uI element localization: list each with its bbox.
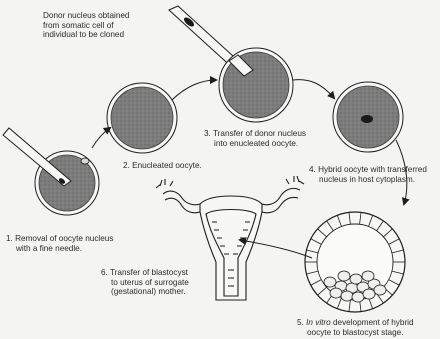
step-5-label: 5. In vitro development of hybrid oocyte… <box>297 318 414 337</box>
arrow-3-to-4 <box>293 80 334 98</box>
oocyte-cell-3 <box>219 48 293 122</box>
step-1-label: 1. Removal of oocyte nucleus with a fine… <box>6 234 113 253</box>
oocyte-cell-2 <box>107 83 177 153</box>
hybrid-oocyte-cell <box>333 82 403 152</box>
step-2-label: 2. Enucleated oocyte. <box>123 161 202 171</box>
blastocyst <box>305 212 405 312</box>
step-4-label: 4. Hybrid oocyte with transferred nucleu… <box>309 165 427 184</box>
oocyte-cell-1 <box>3 128 99 215</box>
inner-cell-mass-cell <box>330 288 342 298</box>
inner-cell-mass-cell <box>362 271 374 281</box>
arrow-2-to-3 <box>172 80 216 100</box>
donor-nucleus-label: Donor nucleus obtained from somatic cell… <box>43 11 130 40</box>
step-3-label: 3. Transfer of donor nucleus into enucle… <box>204 129 306 148</box>
arrow-1-to-2 <box>92 128 110 148</box>
inner-cell-mass-cell <box>338 271 350 281</box>
inner-cell-mass-cell <box>374 285 386 295</box>
inner-cell-mass-cell <box>324 277 336 287</box>
step-6-label: 6. Transfer of blastocyst to uterus of s… <box>101 268 189 297</box>
transferred-nucleus-icon <box>361 115 373 123</box>
inner-cell-mass-cell <box>341 291 353 301</box>
inner-cell-mass-cell <box>350 274 362 284</box>
inner-cell-mass-cell <box>363 289 375 299</box>
inner-cell-mass-cell <box>352 292 364 302</box>
extracted-nucleus-icon <box>81 158 89 164</box>
